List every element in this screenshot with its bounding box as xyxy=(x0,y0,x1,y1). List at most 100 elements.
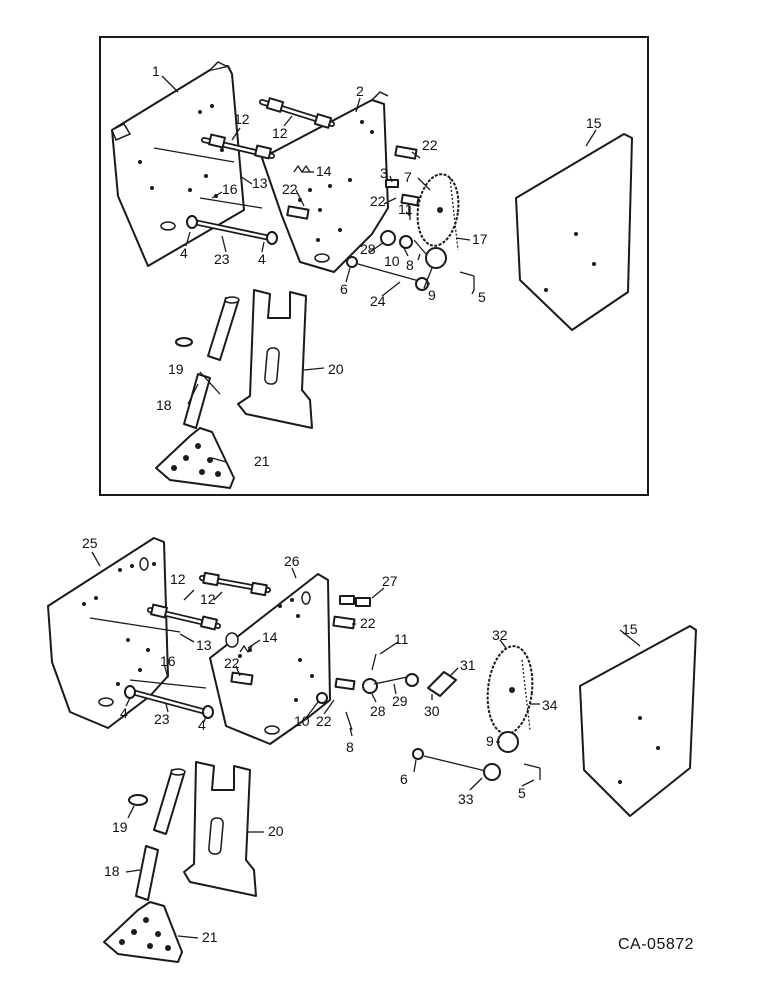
callout: 28 xyxy=(370,703,386,719)
callout: 12 xyxy=(272,125,288,141)
callout: 4 xyxy=(180,245,188,261)
callout: 22 xyxy=(282,181,298,197)
callout: 4 xyxy=(120,705,128,721)
part-6-nut xyxy=(346,256,358,268)
callout: 13 xyxy=(196,637,212,653)
part-20-cover xyxy=(183,761,257,897)
callout: 22 xyxy=(224,655,240,671)
callout: 16 xyxy=(160,653,176,669)
callout: 18 xyxy=(104,863,120,879)
callout: 16 xyxy=(222,181,238,197)
part-23-tube xyxy=(186,215,278,245)
part-8-pin xyxy=(345,711,353,731)
callout: 9 xyxy=(486,733,494,749)
callout: 22 xyxy=(360,615,376,631)
callout: 31 xyxy=(460,657,476,673)
part-9-idler xyxy=(497,731,519,753)
part-32-sprocket xyxy=(486,645,534,735)
callout: 13 xyxy=(252,175,268,191)
callout: 7 xyxy=(404,169,412,185)
part-11-clip xyxy=(371,653,377,671)
part-5-bolt xyxy=(459,271,475,290)
callout: 22 xyxy=(316,713,332,729)
part-33-shaft xyxy=(423,755,491,773)
part-6-nut xyxy=(412,748,424,760)
callout: 22 xyxy=(370,193,386,209)
callout: 1 xyxy=(152,63,160,79)
part-28-bearing xyxy=(362,678,378,694)
part-19-cap xyxy=(128,794,148,806)
callout: 21 xyxy=(202,929,218,945)
part-12-shafts xyxy=(147,571,271,631)
document-id: CA-05872 xyxy=(618,936,695,953)
callout: 4 xyxy=(198,717,206,733)
callout: 15 xyxy=(622,621,638,637)
callout: 24 xyxy=(370,293,386,309)
part-16-rod xyxy=(129,679,207,689)
part-22-bushing xyxy=(400,193,420,207)
callout: 30 xyxy=(424,703,440,719)
callout: 19 xyxy=(112,819,128,835)
callout: 3 xyxy=(380,165,388,181)
callout: 26 xyxy=(284,553,300,569)
callout: 5 xyxy=(478,289,486,305)
callout: 17 xyxy=(472,231,488,247)
top-assembly: 1 2 12 12 22 15 14 13 16 22 3 22 7 11 17… xyxy=(99,36,649,496)
part-28-bearing xyxy=(380,230,396,246)
part-20-cover xyxy=(237,289,313,429)
callout: 14 xyxy=(262,629,278,645)
part-1-left-plate xyxy=(111,61,245,267)
callout: 20 xyxy=(268,823,284,839)
bottom-callouts: 25 26 12 12 27 22 13 14 11 22 32 15 16 2… xyxy=(82,535,638,945)
part-12-shafts xyxy=(201,97,335,160)
callout: 34 xyxy=(542,697,558,713)
part-30-hub xyxy=(405,673,419,687)
callout: 27 xyxy=(382,573,398,589)
top-assembly-frame xyxy=(99,36,649,496)
part-14-spring xyxy=(239,644,253,654)
callout: 21 xyxy=(254,453,270,469)
part-9-idler xyxy=(425,247,447,269)
callout: 6 xyxy=(340,281,348,297)
callout: 23 xyxy=(154,711,170,727)
part-10-washer xyxy=(399,235,413,249)
part-16-rod xyxy=(199,197,263,209)
callout: 23 xyxy=(214,251,230,267)
callout: 9 xyxy=(428,287,436,303)
callout: 11 xyxy=(398,201,413,217)
callout: 12 xyxy=(234,111,250,127)
callout: 5 xyxy=(518,785,526,801)
part-22-bushing xyxy=(286,205,310,220)
part-13-rod xyxy=(153,147,235,163)
part-23-tube xyxy=(124,685,214,719)
part-31-bracket xyxy=(427,671,457,697)
part-33-hub xyxy=(483,763,501,781)
part-15-shield xyxy=(579,625,697,817)
part-5-bolt xyxy=(523,763,541,780)
callout: 8 xyxy=(346,739,354,755)
callout: 8 xyxy=(406,257,414,273)
part-22-bushing xyxy=(230,671,254,686)
part-21-boot xyxy=(155,427,235,489)
part-7-sprocket xyxy=(416,173,460,251)
bottom-leader-lines xyxy=(91,551,641,939)
part-22-bushing xyxy=(332,615,356,630)
callout: 15 xyxy=(586,115,602,131)
callout: 11 xyxy=(394,631,409,647)
part-27-clips xyxy=(339,595,371,607)
callout: 12 xyxy=(170,571,186,587)
part-21-boot xyxy=(103,901,183,963)
callout: 32 xyxy=(492,627,508,643)
part-26-right-plate xyxy=(209,573,331,745)
callout: 6 xyxy=(400,771,408,787)
callout: 28 xyxy=(360,241,376,257)
callout: 10 xyxy=(384,253,400,269)
callout: 18 xyxy=(156,397,172,413)
top-leader-lines xyxy=(161,75,597,463)
part-8-pin xyxy=(413,239,427,255)
callout: 20 xyxy=(328,361,344,377)
part-10-washer xyxy=(316,692,328,704)
callout: 14 xyxy=(316,163,332,179)
callout: 2 xyxy=(356,83,364,99)
